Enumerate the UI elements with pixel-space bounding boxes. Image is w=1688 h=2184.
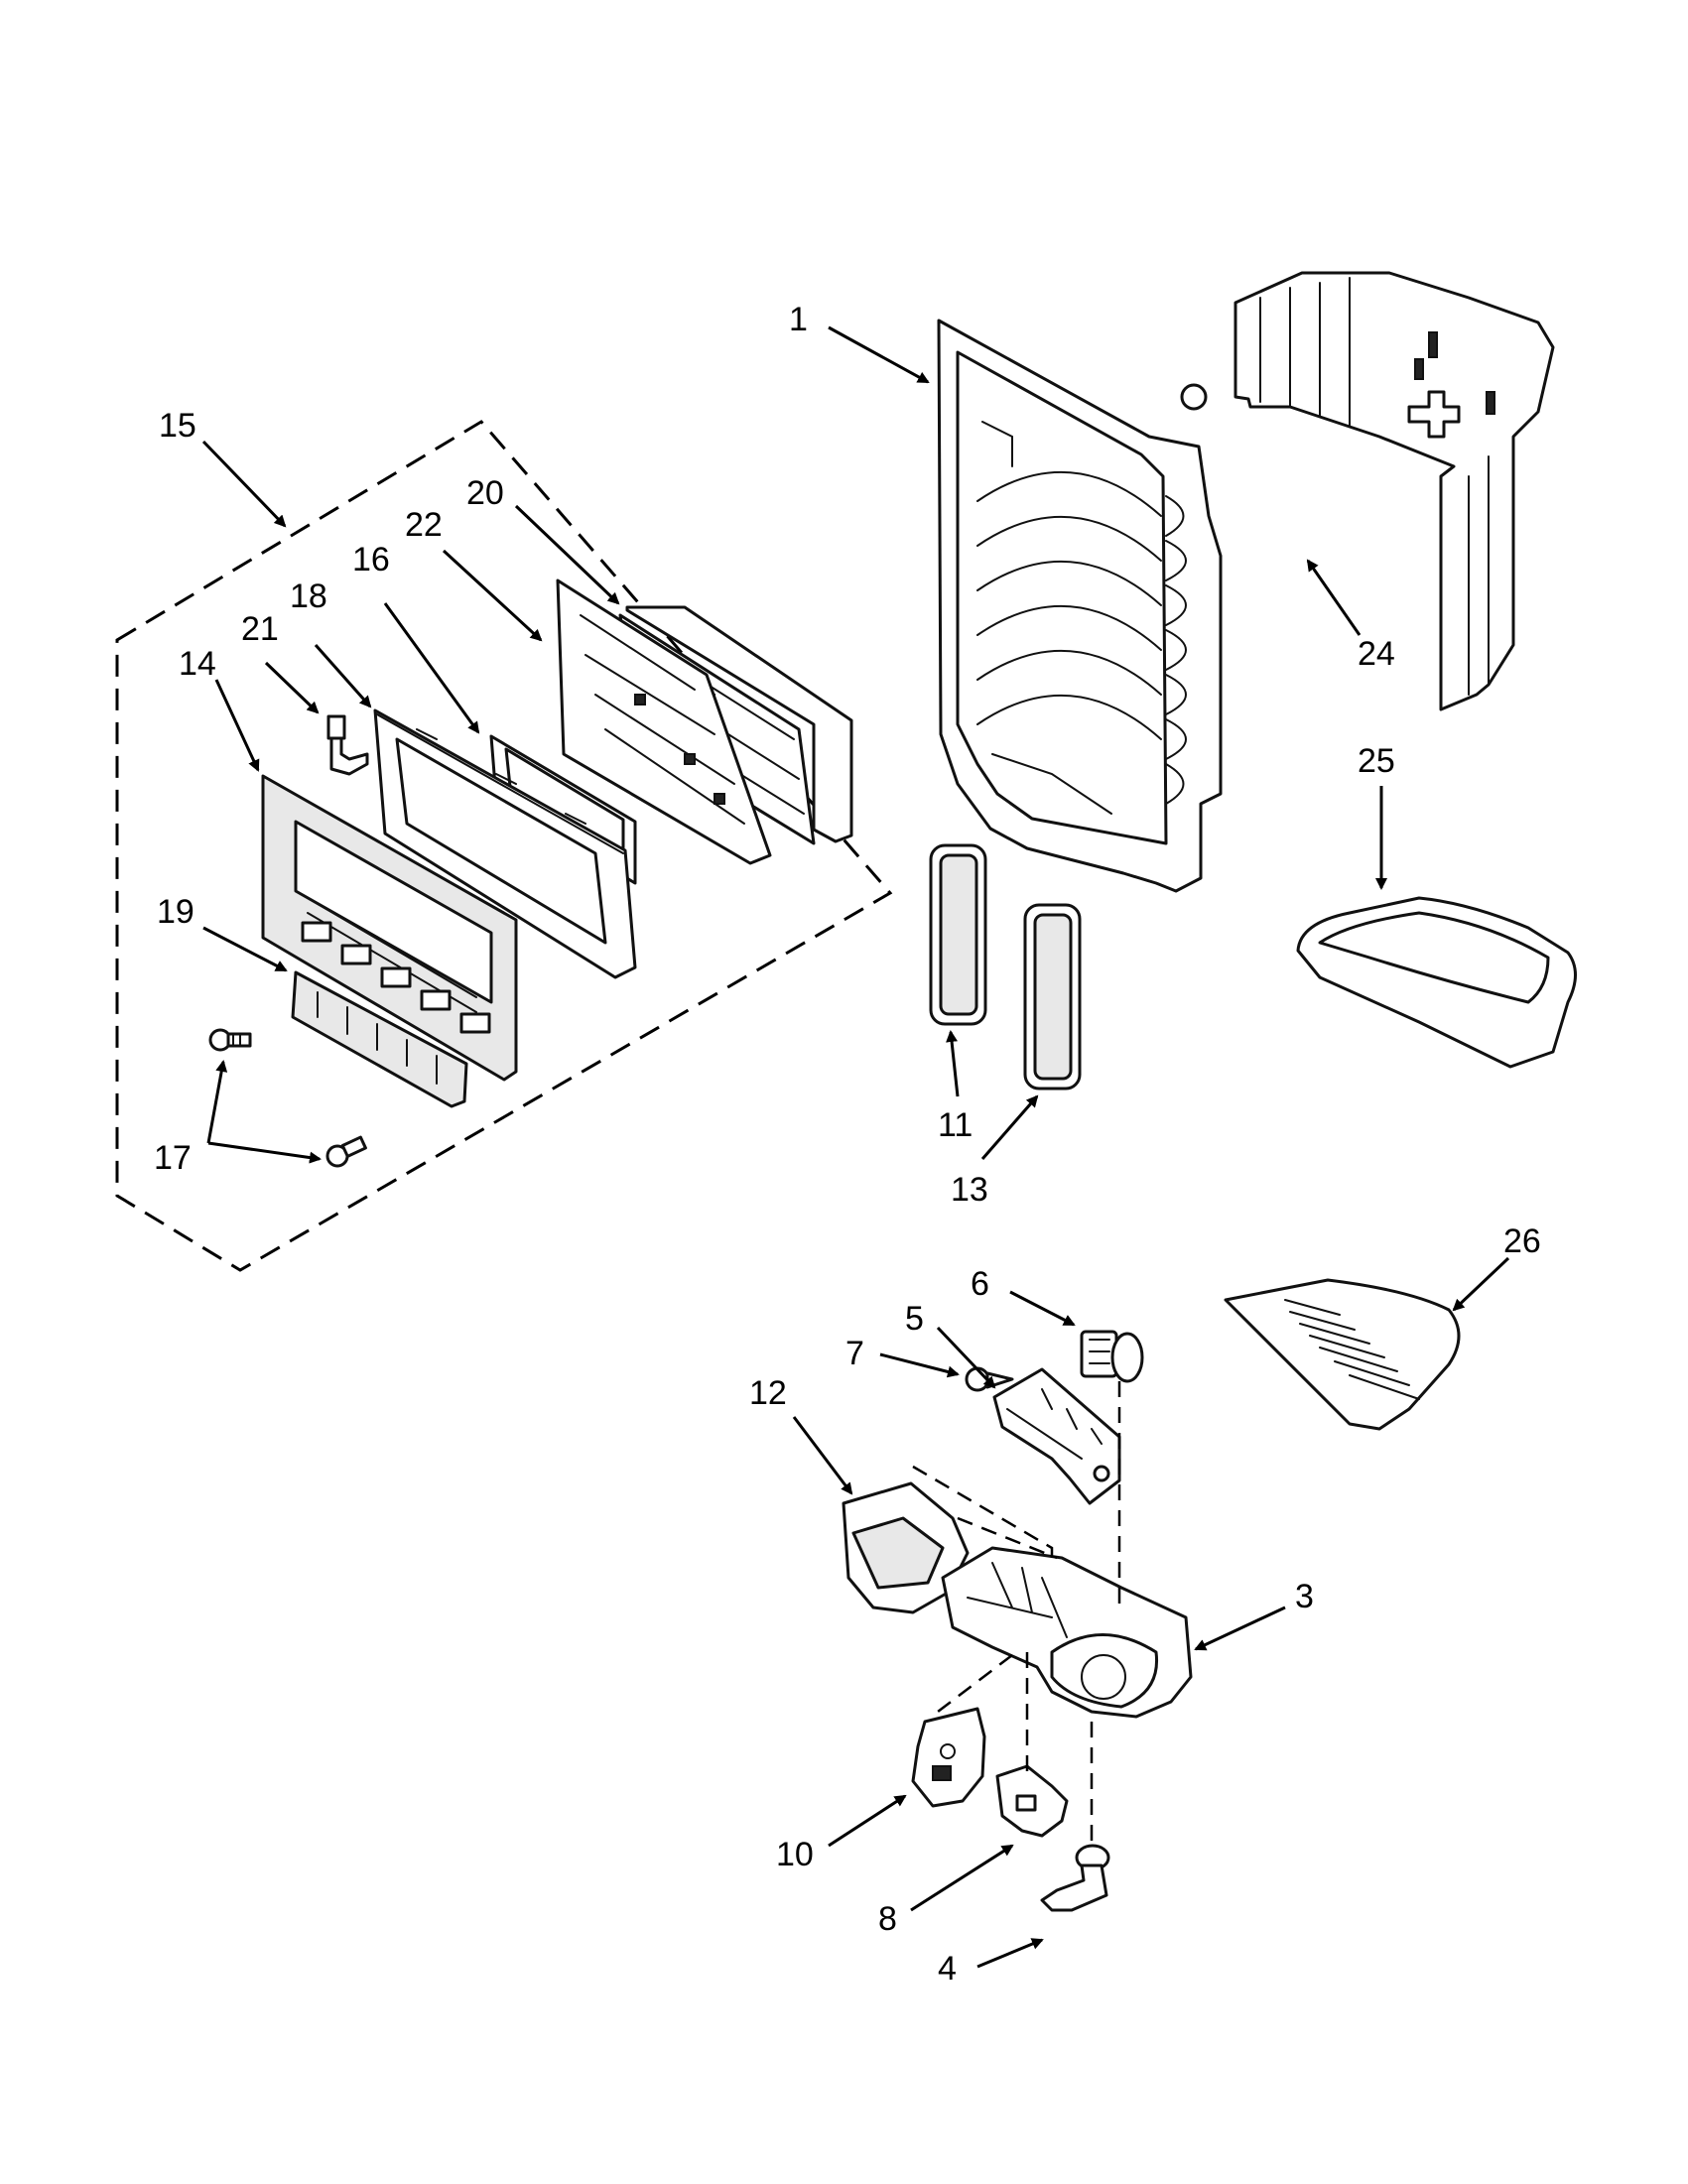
- leader-15: [201, 440, 287, 528]
- leader-1: [828, 325, 930, 384]
- leader-3: [1194, 1606, 1286, 1651]
- part-14-control-panel: [261, 774, 518, 1082]
- part-25-drip-tray: [1296, 896, 1577, 1069]
- part-7-screw: [965, 1366, 1014, 1392]
- leader-7: [879, 1352, 960, 1378]
- leader-5: [936, 1326, 996, 1389]
- callout-21: 21: [241, 610, 279, 648]
- callout-10: 10: [776, 1836, 814, 1873]
- leader-6: [1009, 1290, 1076, 1327]
- part-10-cover: [911, 1707, 986, 1808]
- part-3-dispenser-base: [941, 1546, 1193, 1719]
- leader-11: [946, 1030, 960, 1097]
- part-8-valve: [995, 1764, 1069, 1838]
- callout-7: 7: [845, 1335, 864, 1372]
- callout-19: 19: [157, 893, 195, 931]
- part-17-screw-lower: [325, 1135, 367, 1168]
- assembly-line-12a: [912, 1465, 1054, 1563]
- callout-20: 20: [466, 474, 504, 512]
- part-11-pad: [929, 843, 987, 1026]
- callout-3: 3: [1295, 1578, 1314, 1615]
- leader-20: [514, 504, 620, 605]
- leader-13: [980, 1094, 1039, 1160]
- part-17-screw-upper: [208, 1028, 252, 1052]
- leader-17b: [207, 1141, 322, 1164]
- part-19-button-strip: [291, 970, 468, 1108]
- leader-17a: [206, 1060, 228, 1144]
- callout-13: 13: [951, 1171, 988, 1209]
- callout-22: 22: [405, 506, 443, 544]
- part-26-grille: [1224, 1278, 1461, 1431]
- leader-18: [314, 644, 372, 708]
- part-5-bracket: [992, 1367, 1121, 1505]
- leader-24: [1306, 559, 1362, 636]
- leader-8: [910, 1844, 1014, 1912]
- callout-4: 4: [938, 1950, 957, 1988]
- callout-1: 1: [789, 301, 808, 338]
- assembly-15-boundary: [115, 420, 893, 1272]
- part-22-circuit-board: [556, 578, 772, 865]
- leader-21: [264, 661, 320, 714]
- assembly-line-12b: [957, 1516, 1058, 1560]
- callout-16: 16: [352, 541, 390, 578]
- callout-26: 26: [1503, 1222, 1541, 1260]
- callout-15: 15: [159, 407, 196, 445]
- leader-16: [383, 602, 480, 734]
- part-1-dispenser-housing: [937, 319, 1223, 893]
- part-18-bezel-frame: [373, 708, 637, 979]
- leader-26: [1452, 1256, 1510, 1312]
- callout-12: 12: [749, 1374, 787, 1412]
- assembly-line-10: [937, 1654, 1013, 1713]
- leader-19: [202, 926, 288, 972]
- part-4-fitting: [1040, 1844, 1110, 1912]
- callout-8: 8: [878, 1900, 897, 1938]
- part-24-chute-door: [1234, 271, 1555, 711]
- leader-14: [214, 679, 260, 772]
- part-13-pad: [1023, 903, 1082, 1091]
- part-6-knob: [1080, 1330, 1144, 1383]
- callout-14: 14: [179, 645, 216, 683]
- callout-11: 11: [938, 1106, 973, 1144]
- callout-6: 6: [971, 1265, 989, 1303]
- part-12-flap: [842, 1481, 970, 1614]
- callout-5: 5: [905, 1300, 924, 1338]
- leader-22: [442, 549, 543, 642]
- callout-25: 25: [1358, 742, 1395, 780]
- leader-10: [828, 1794, 907, 1848]
- callout-17: 17: [154, 1139, 192, 1177]
- callout-24: 24: [1358, 635, 1395, 673]
- callout-18: 18: [290, 578, 327, 615]
- leader-4: [976, 1938, 1044, 1969]
- part-21-switch: [326, 714, 369, 776]
- leader-12: [792, 1416, 853, 1495]
